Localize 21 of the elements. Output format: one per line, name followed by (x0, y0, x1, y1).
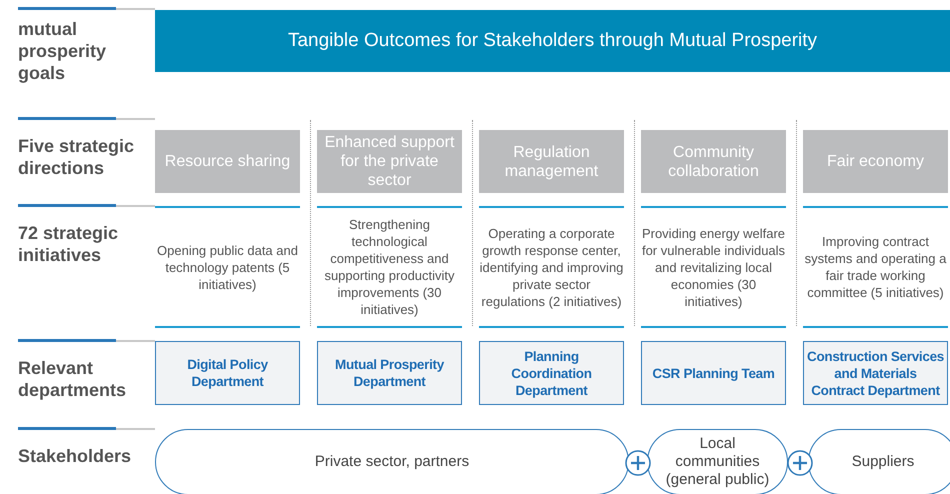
initiative-text: Strengthening technological competitiveness and supporting productivity improvements (30 initiatives) (323, 216, 456, 318)
initiative-text: Operating a corporate growth response center, identifying and improving private sector regulations (2 initiatives) (479, 224, 624, 310)
direction-box: Community collaboration (641, 130, 786, 193)
department-box: CSR Planning Team (641, 341, 786, 405)
row-heading: Relevant departments (18, 357, 128, 401)
initiative-text: Opening public data and technology patents (5 initiatives) (156, 242, 299, 292)
department-box: Digital Policy Department (155, 341, 300, 405)
row-heading: mutual prosperity goals (18, 18, 108, 84)
row-heading: 72 strategic initiatives (18, 222, 120, 266)
direction-box: Resource sharing (155, 130, 300, 193)
initiative-text: Improving contract systems and operating a fair trade working committee (5 initiatives) (804, 233, 948, 301)
initiative-text: Providing energy welfare for vulnerable individuals and revitalizing local economies (30 initiatives) (641, 224, 786, 310)
row-heading: Stakeholders (18, 445, 132, 467)
direction-box: Regulation management (479, 130, 624, 193)
direction-box: Fair economy (803, 130, 948, 193)
department-box: Construction Services and Materials Contract Department (803, 341, 948, 405)
goal-banner: Tangible Outcomes for Stakeholders through Mutual Prosperity (155, 10, 950, 72)
department-box: Planning Coordination Department (479, 341, 624, 405)
direction-box: Enhanced support for the private sector (317, 130, 462, 193)
department-box: Mutual Prosperity Department (317, 341, 462, 405)
row-heading: Five strategic directions (18, 135, 136, 179)
